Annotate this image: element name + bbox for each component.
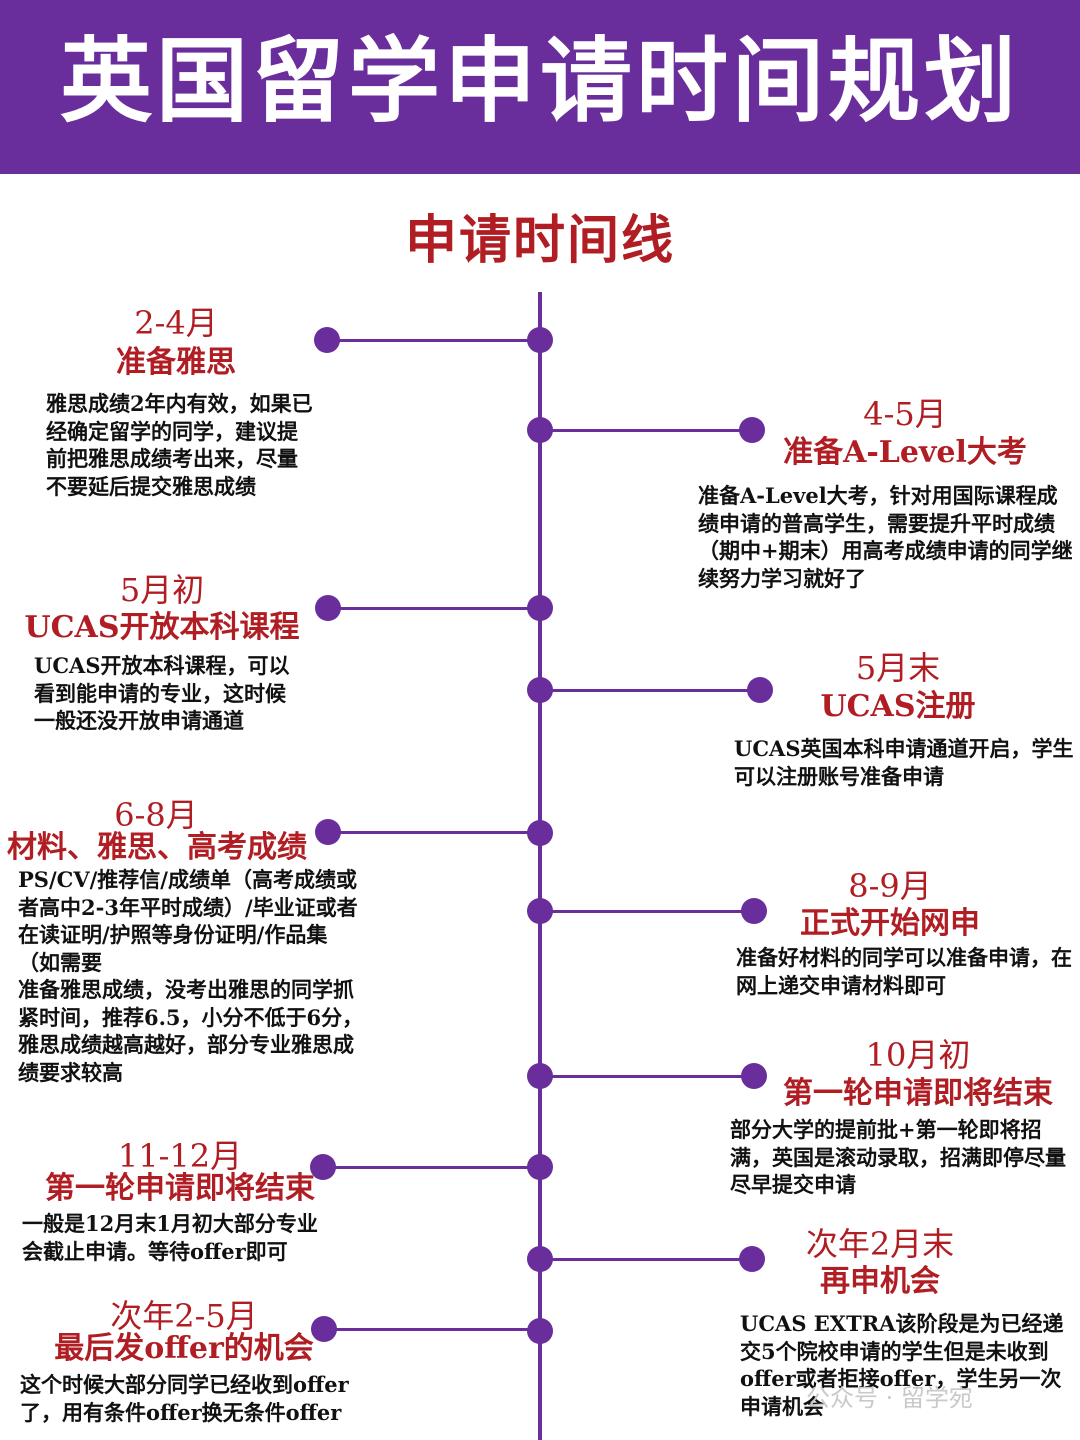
- event-date: 8-9月: [848, 867, 932, 905]
- timeline-axis-node: [527, 327, 553, 353]
- timeline-connector: [540, 910, 754, 913]
- timeline-connector: [323, 1166, 540, 1169]
- event-date: 5月初: [119, 571, 205, 609]
- timeline-axis-node: [527, 898, 553, 924]
- event-date: 次年2-5月: [110, 1297, 258, 1335]
- timeline-node: [314, 327, 340, 353]
- event-heading: 第一轮申请即将结束: [45, 1171, 315, 1206]
- timeline-node: [311, 1316, 337, 1342]
- event-heading: 正式开始网申: [800, 906, 980, 941]
- event-description: 一般是12月末1月初大部分专业会截止申请。等待offer即可: [22, 1211, 318, 1264]
- event-date: 6-8月: [114, 796, 198, 834]
- timeline-node: [739, 1246, 765, 1272]
- event-date: 次年2月末: [805, 1225, 955, 1263]
- event-description: 准备A-Level大考，针对用国际课程成绩申请的普高学生，需要提升平时成绩（期中…: [698, 483, 1073, 591]
- event-heading: 再申机会: [820, 1264, 940, 1299]
- page-title: 英国留学申请时间规划: [59, 28, 1020, 135]
- timeline-axis-node: [527, 417, 553, 443]
- timeline-axis-node: [527, 1063, 553, 1089]
- timeline-node: [739, 417, 765, 443]
- timeline-axis: [538, 292, 542, 1440]
- timeline-connector: [327, 339, 540, 342]
- timeline-connector: [540, 1258, 752, 1261]
- timeline-node: [747, 677, 773, 703]
- timeline-connector: [540, 689, 762, 692]
- event-description: UCAS开放本科课程，可以看到能申请的专业，这时候一般还没开放申请通道: [34, 653, 290, 733]
- event-description: PS/CV/推荐信/成绩单（高考成绩或者高中2-3年平时成绩）/毕业证或者在读证…: [18, 867, 364, 1085]
- event-date: 2-4月: [134, 304, 218, 342]
- timeline-connector: [327, 607, 540, 610]
- timeline-node: [315, 595, 341, 621]
- event-heading: 最后发offer的机会: [54, 1331, 314, 1366]
- timeline-axis-node: [527, 1318, 553, 1344]
- event-heading: UCAS注册: [820, 689, 976, 724]
- event-description: UCAS英国本科申请通道开启，学生可以注册账号准备申请: [734, 736, 1074, 789]
- timeline-axis-node: [527, 820, 553, 846]
- event-heading: UCAS开放本科课程: [24, 610, 300, 645]
- timeline-axis-node: [527, 595, 553, 621]
- header-banner: 英国留学申请时间规划: [0, 0, 1080, 174]
- timeline-node: [741, 898, 767, 924]
- event-date: 5月末: [855, 649, 941, 687]
- timeline-axis-node: [527, 1154, 553, 1180]
- event-description: 部分大学的提前批+第一轮即将招满，英国是滚动录取，招满即停尽量尽早提交申请: [730, 1117, 1066, 1197]
- event-heading: 准备雅思: [116, 345, 236, 380]
- timeline-node: [315, 819, 341, 845]
- timeline-connector: [323, 1328, 540, 1331]
- timeline-connector: [540, 429, 752, 432]
- timeline-node: [741, 1063, 767, 1089]
- event-date: 11-12月: [117, 1137, 243, 1175]
- event-description: 这个时候大部分同学已经收到offer了，用有条件offer换无条件offer: [20, 1372, 349, 1425]
- event-heading: 第一轮申请即将结束: [783, 1076, 1053, 1111]
- event-description: 雅思成绩2年内有效，如果已经确定留学的同学，建议提前把雅思成绩考出来，尽量不要延…: [46, 391, 313, 499]
- event-description: 准备好材料的同学可以准备申请，在网上递交申请材料即可: [736, 945, 1072, 998]
- timeline-connector: [540, 1075, 754, 1078]
- event-heading: 材料、雅思、高考成绩: [7, 830, 307, 865]
- timeline-axis-node: [527, 1246, 553, 1272]
- watermark: 公众号 · 留学宛: [806, 1384, 973, 1412]
- timeline-node: [310, 1154, 336, 1180]
- event-description: UCAS EXTRA该阶段是为已经递交5个院校申请的学生但是未收到offer或者…: [740, 1311, 1064, 1419]
- timeline-connector: [327, 831, 540, 834]
- event-date: 4-5月: [863, 395, 947, 433]
- event-heading: 准备A-Level大考: [783, 435, 1027, 470]
- timeline-title: 申请时间线: [404, 210, 675, 271]
- timeline-axis-node: [527, 677, 553, 703]
- event-date: 10月初: [865, 1036, 971, 1074]
